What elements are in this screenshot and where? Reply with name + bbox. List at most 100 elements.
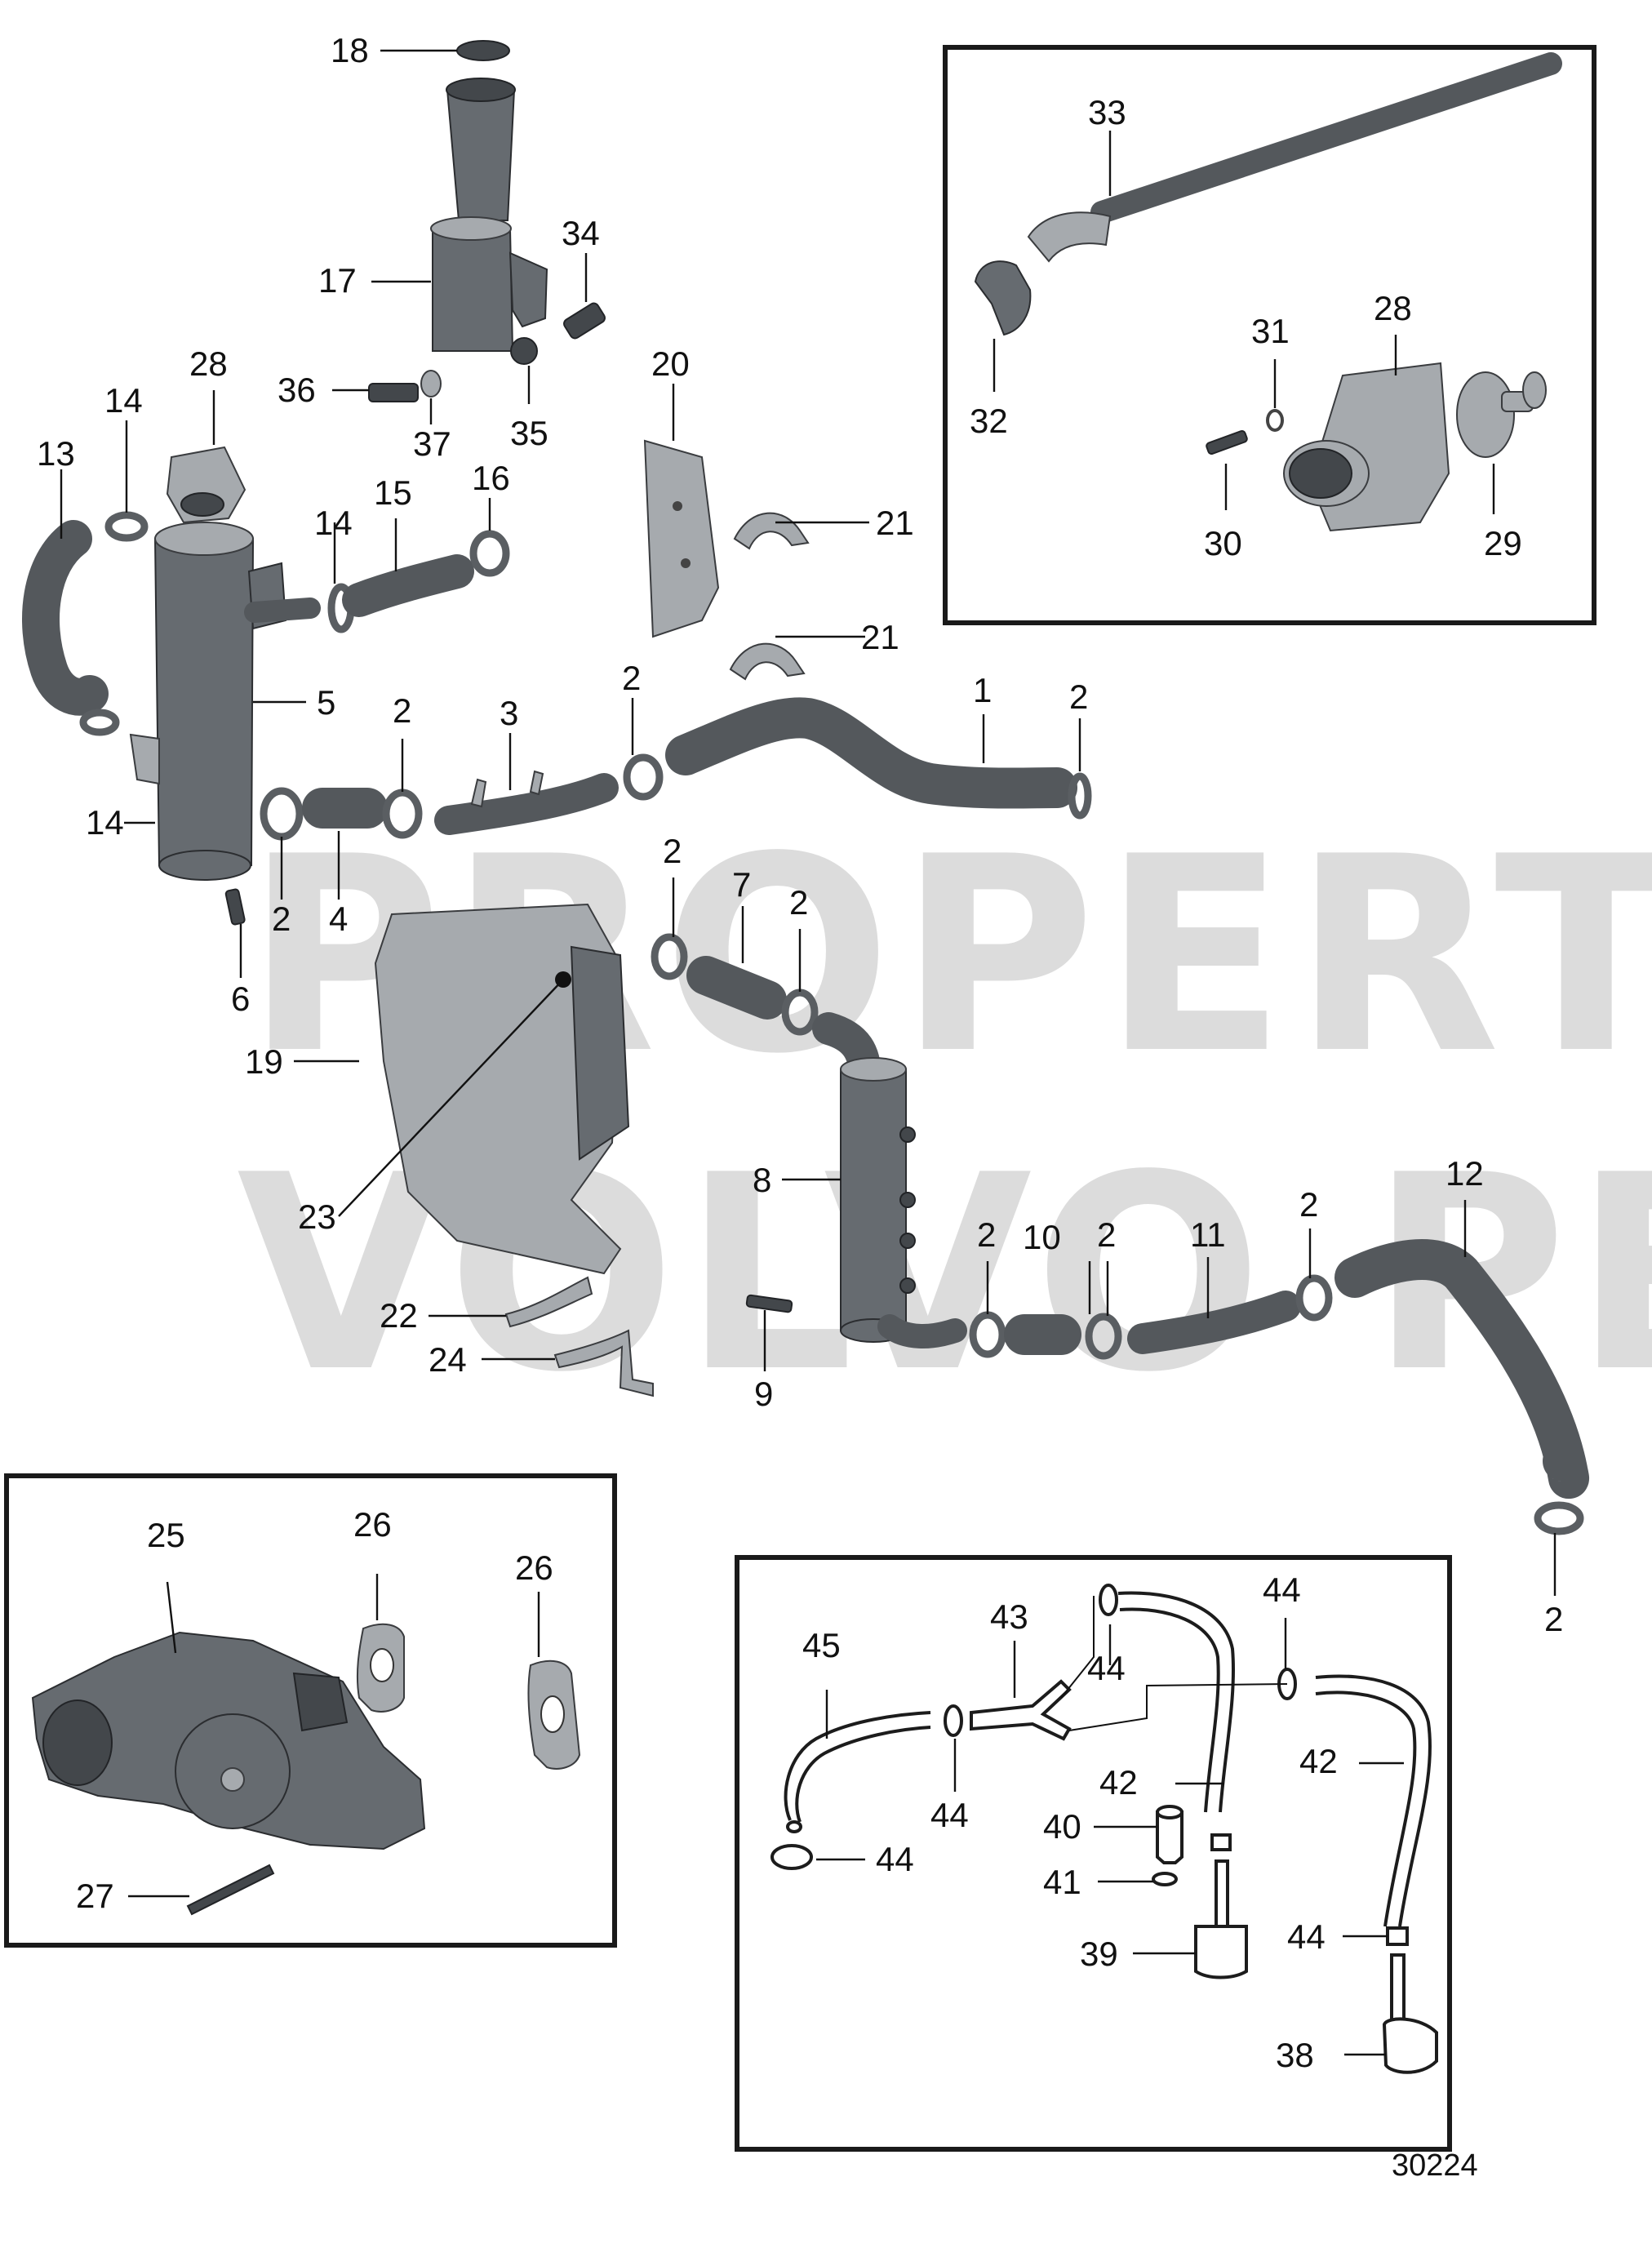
callout-26a: 26 bbox=[353, 1505, 392, 1544]
callout-20: 20 bbox=[651, 344, 690, 383]
callout-2-row1a: 2 bbox=[393, 691, 411, 730]
callout-41: 41 bbox=[1043, 1863, 1081, 1901]
hose-1 bbox=[665, 697, 1077, 809]
pipe-clamp-21a bbox=[733, 512, 810, 550]
tank-outlet-stub bbox=[244, 598, 321, 623]
heat-exchanger-5 bbox=[153, 538, 255, 866]
thermostat-29 bbox=[1456, 371, 1515, 458]
bracket-22 bbox=[504, 1276, 593, 1328]
pipe-clamp-21b bbox=[729, 642, 806, 681]
hose-clamp-2b bbox=[382, 789, 423, 839]
hose-11 bbox=[1127, 1291, 1301, 1354]
callout-33: 33 bbox=[1088, 93, 1126, 131]
sender-39 bbox=[1194, 1925, 1248, 1979]
callout-39: 39 bbox=[1080, 1935, 1118, 1973]
callout-14-low: 14 bbox=[86, 803, 124, 842]
pin-9 bbox=[745, 1294, 793, 1313]
inset-water-pump: 25 26 26 27 bbox=[4, 1473, 617, 1948]
callout-34: 34 bbox=[562, 214, 600, 252]
tank-bracket bbox=[508, 251, 548, 328]
elbow-32 bbox=[974, 260, 1032, 336]
callout-2-row1c: 2 bbox=[1069, 678, 1088, 716]
callout-2-row2b: 2 bbox=[789, 883, 808, 922]
callout-43: 43 bbox=[990, 1597, 1028, 1636]
hose-clamp-2c bbox=[623, 753, 664, 801]
callout-8: 8 bbox=[753, 1161, 771, 1199]
clamp-44-left bbox=[944, 1704, 963, 1737]
callout-45: 45 bbox=[802, 1626, 841, 1664]
callout-29: 29 bbox=[1484, 524, 1522, 562]
callout-22: 22 bbox=[380, 1296, 418, 1335]
clamp-44-bottom bbox=[770, 1844, 813, 1870]
washer bbox=[420, 370, 442, 398]
callout-28-main: 28 bbox=[189, 344, 228, 383]
callout-2-end: 2 bbox=[1544, 1600, 1563, 1638]
callout-16: 16 bbox=[472, 459, 510, 497]
hose-13 bbox=[22, 520, 109, 716]
washer-41 bbox=[1152, 1872, 1178, 1886]
filler-cap bbox=[456, 40, 510, 61]
callout-40: 40 bbox=[1043, 1807, 1081, 1846]
hose-clamp-16 bbox=[469, 530, 510, 577]
callout-38: 38 bbox=[1276, 2036, 1314, 2074]
callout-44-low: 44 bbox=[1287, 1917, 1326, 1956]
tank-side-fitting bbox=[129, 733, 160, 785]
callout-1: 1 bbox=[973, 671, 992, 709]
callout-18: 18 bbox=[331, 31, 369, 69]
main-callouts: 18 17 34 36 37 35 28 14 13 15 16 20 21 2… bbox=[37, 31, 1563, 1638]
hose-clamp-2g bbox=[969, 1311, 1006, 1358]
callout-15: 15 bbox=[374, 473, 412, 512]
callout-31: 31 bbox=[1251, 312, 1290, 350]
clamp-44-low bbox=[1386, 1926, 1409, 1946]
bracket-24 bbox=[553, 1329, 654, 1397]
callout-4: 4 bbox=[329, 900, 348, 938]
hose-clamp-14a bbox=[104, 511, 149, 542]
callout-13: 13 bbox=[37, 434, 75, 473]
callout-2-row3c: 2 bbox=[1299, 1185, 1318, 1224]
hose-12 bbox=[1334, 1239, 1590, 1499]
figure-number: 30224 bbox=[1392, 2148, 1478, 2183]
hose-45-inner bbox=[795, 1726, 931, 1823]
hose-clamp-2j bbox=[1534, 1501, 1584, 1535]
hose-clamp-2f bbox=[781, 989, 819, 1036]
tank-top bbox=[430, 216, 512, 241]
callout-23: 23 bbox=[298, 1197, 336, 1236]
expansion-tank-body bbox=[432, 228, 514, 352]
main-leaders bbox=[60, 49, 1557, 1596]
screw-30 bbox=[1206, 429, 1248, 455]
tee-43 bbox=[970, 1679, 1072, 1741]
callout-6: 6 bbox=[231, 980, 250, 1018]
pipe-union bbox=[1027, 211, 1112, 263]
inset-thermostat-frame bbox=[943, 45, 1596, 625]
nut bbox=[510, 337, 538, 365]
callout-14-top: 14 bbox=[104, 381, 143, 420]
heat-exchanger-bottom bbox=[158, 850, 251, 881]
screw-40 bbox=[1156, 1810, 1183, 1864]
callout-27: 27 bbox=[76, 1877, 114, 1915]
drain-screw bbox=[224, 888, 246, 926]
callout-30: 30 bbox=[1204, 524, 1242, 562]
callout-21a: 21 bbox=[876, 504, 914, 542]
callout-2-row2a: 2 bbox=[663, 832, 682, 870]
callout-14-mid: 14 bbox=[314, 504, 353, 542]
hose-clamp-14b bbox=[79, 709, 120, 736]
bolt-27 bbox=[186, 1864, 275, 1916]
callout-12: 12 bbox=[1446, 1154, 1484, 1193]
callout-2-row1d: 2 bbox=[272, 900, 291, 938]
bracket-20 bbox=[643, 439, 720, 638]
callout-25: 25 bbox=[147, 1516, 185, 1554]
callout-44-tee: 44 bbox=[1087, 1649, 1126, 1687]
hose-15 bbox=[342, 554, 474, 617]
hose-7 bbox=[686, 956, 787, 1020]
callout-7: 7 bbox=[732, 865, 751, 904]
callout-17: 17 bbox=[318, 261, 357, 300]
bolt bbox=[368, 383, 419, 402]
callout-10: 10 bbox=[1023, 1218, 1061, 1256]
callout-44-bottom: 44 bbox=[876, 1840, 914, 1878]
callout-2-row3a: 2 bbox=[977, 1215, 996, 1254]
callout-26b: 26 bbox=[515, 1548, 553, 1587]
callout-44-top: 44 bbox=[1263, 1571, 1301, 1609]
sender-38 bbox=[1382, 2017, 1438, 2074]
